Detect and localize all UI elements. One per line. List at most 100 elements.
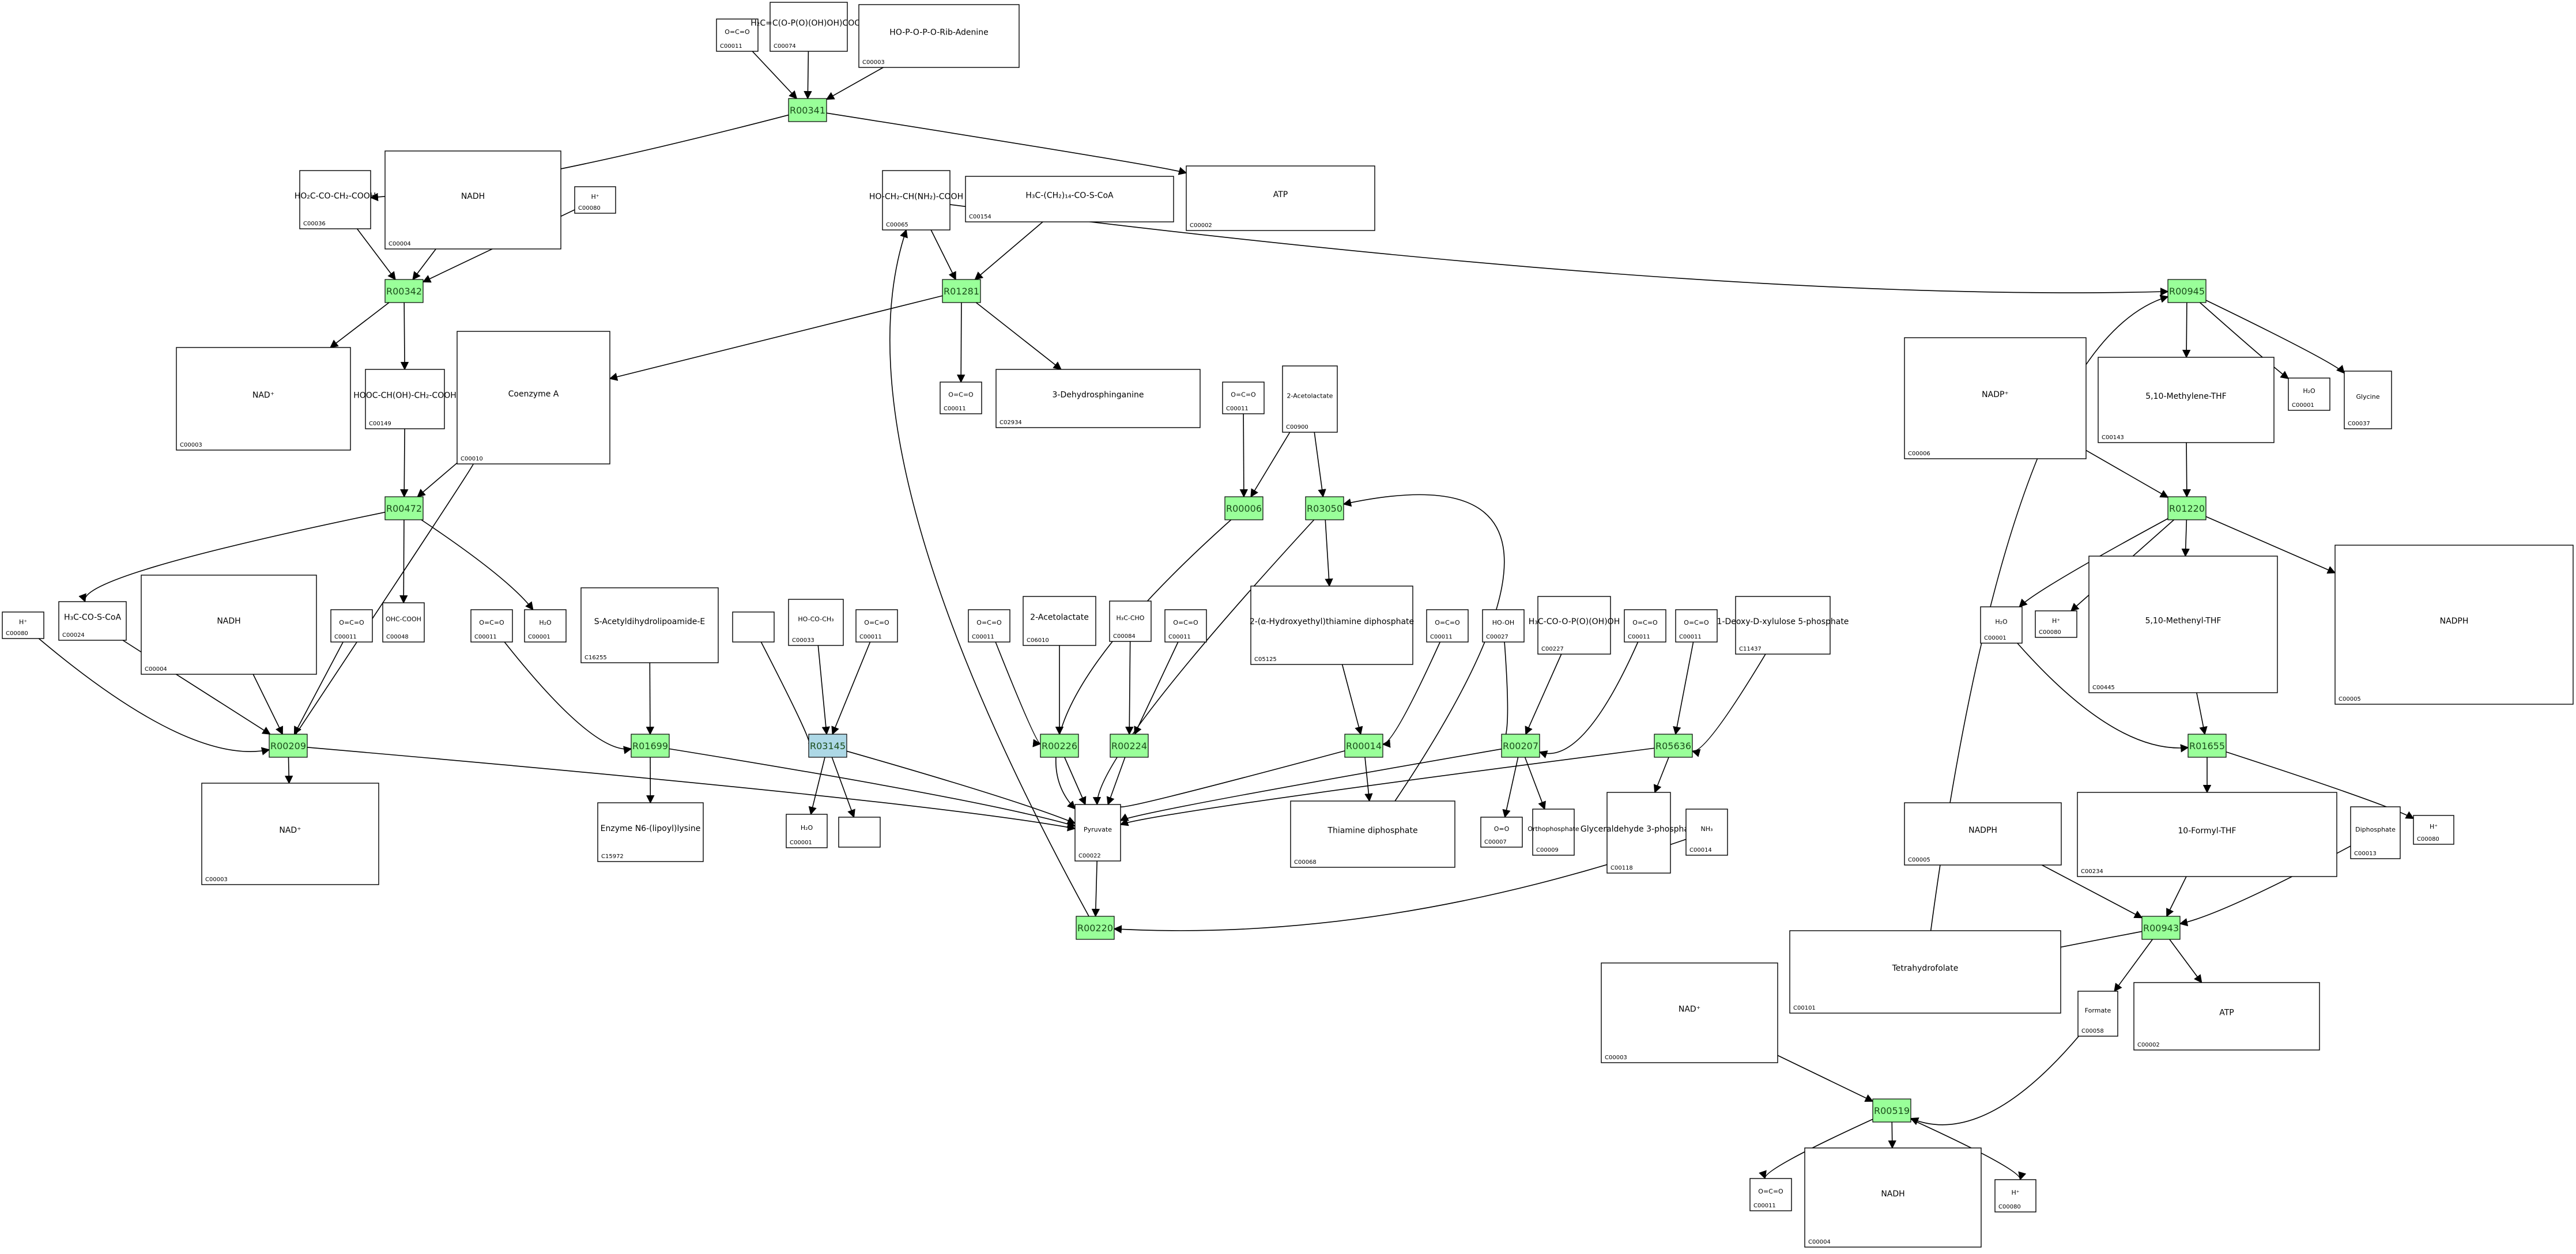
- reaction-node[interactable]: R03145: [808, 734, 847, 758]
- compound-node[interactable]: NADP⁺C00006: [1904, 337, 2087, 459]
- reaction-node[interactable]: R00226: [1040, 734, 1079, 758]
- compound-node[interactable]: H⁺C00080: [1994, 1179, 2036, 1213]
- compound-node[interactable]: H⁺C00080: [2035, 610, 2077, 638]
- compound-label: C02934: [1000, 420, 1022, 426]
- reaction-node[interactable]: R00209: [269, 734, 308, 758]
- compound-node[interactable]: [732, 611, 775, 643]
- compound-node[interactable]: H⁺C00080: [574, 186, 616, 214]
- compound-label: C00011: [859, 634, 882, 640]
- edge-arrow: [1525, 654, 1562, 735]
- compound-node[interactable]: NAD⁺C00003: [1601, 962, 1778, 1063]
- reaction-node[interactable]: R00006: [1224, 496, 1264, 520]
- edge-arrow: [2200, 302, 2290, 379]
- reaction-label: R01699: [632, 741, 668, 751]
- reaction-node[interactable]: R01655: [2187, 734, 2227, 758]
- reaction-node[interactable]: R05636: [1654, 734, 1693, 758]
- reaction-node[interactable]: R00519: [1872, 1098, 1911, 1123]
- compound-node[interactable]: H⁺C00080: [2, 611, 44, 639]
- compound-box: [1675, 609, 1718, 643]
- compound-structure: 2-Acetolactate: [1030, 613, 1089, 622]
- reaction-node[interactable]: R00224: [1110, 734, 1149, 758]
- reaction-node[interactable]: R00943: [2141, 916, 2181, 940]
- reaction-node[interactable]: R00341: [788, 98, 827, 122]
- reaction-node[interactable]: R00945: [2167, 279, 2207, 303]
- compound-node[interactable]: NAD⁺C00003: [201, 783, 379, 885]
- compound-box: [1601, 962, 1778, 1063]
- compound-box: [176, 347, 351, 451]
- reaction-node[interactable]: R01220: [2167, 496, 2207, 520]
- compound-box: [141, 575, 317, 675]
- reaction-node[interactable]: R00220: [1076, 916, 1115, 940]
- reaction-node[interactable]: R00342: [384, 279, 424, 303]
- compound-node[interactable]: [838, 817, 881, 848]
- reaction-node[interactable]: R00472: [384, 496, 424, 520]
- compound-node[interactable]: H⁺C00080: [2413, 815, 2454, 845]
- compound-box: [580, 587, 719, 663]
- reaction-node[interactable]: R03050: [1305, 496, 1344, 520]
- compound-node[interactable]: 2-(α-Hydroxyethyl)thiamine diphosphateC0…: [1250, 586, 1414, 665]
- reaction-node[interactable]: R00207: [1501, 734, 1540, 758]
- compound-label: C00001: [790, 840, 812, 846]
- compound-node[interactable]: NAD⁺C00003: [176, 347, 351, 451]
- reaction-node[interactable]: R01699: [631, 734, 670, 758]
- reaction-node[interactable]: R00014: [1344, 734, 1383, 758]
- reaction-node[interactable]: R01281: [942, 279, 981, 303]
- edge-arrow: [2041, 864, 2143, 919]
